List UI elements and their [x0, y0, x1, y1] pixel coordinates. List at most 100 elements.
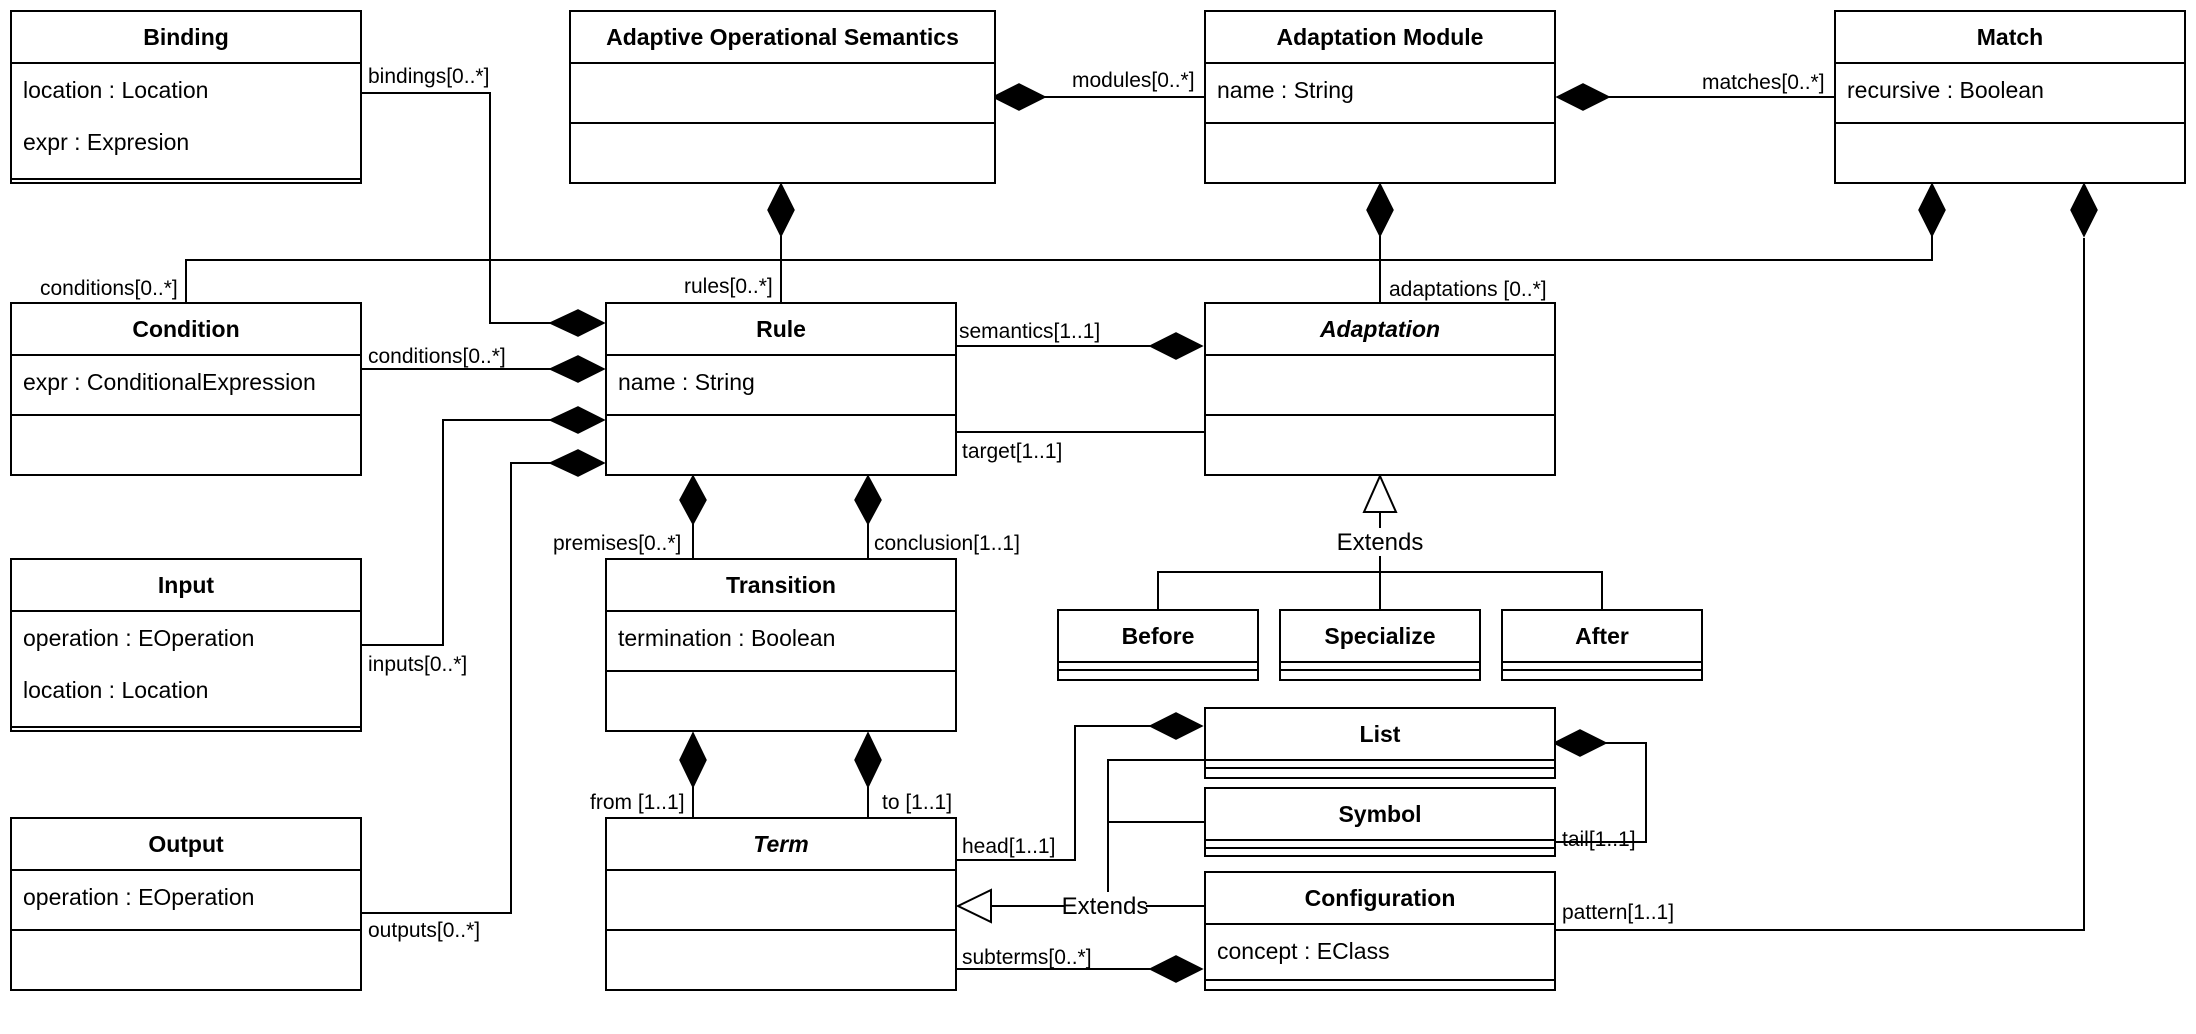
outputs-line — [361, 462, 562, 914]
rule-conditions-diamond — [548, 355, 606, 383]
output-class[interactable]: Output operation : EOperation — [10, 817, 362, 991]
to-diamond — [854, 731, 882, 789]
binding-class[interactable]: Binding location : Location expr : Expresi… — [10, 10, 362, 184]
bindings-diamond — [548, 309, 606, 337]
list-class-name: List — [1360, 721, 1401, 747]
output-class-name: Output — [148, 831, 224, 857]
subterms-label: subterms[0..*] — [962, 946, 1092, 969]
adaptation-class-frame — [1204, 302, 1556, 476]
conclusion-label: conclusion[1..1] — [874, 532, 1020, 555]
adaptation-class[interactable]: Adaptation — [1204, 302, 1556, 476]
list-class-frame — [1204, 707, 1556, 779]
term-class[interactable]: Term — [605, 817, 957, 991]
adaptation-extends-label: Extends — [1337, 529, 1424, 556]
generalization-lines — [987, 512, 1603, 907]
conclusion-diamond — [854, 474, 882, 526]
match-class-frame — [1834, 10, 2186, 184]
match-conditions-diamond — [1918, 182, 1946, 238]
symbol-class-name: Symbol — [1338, 801, 1421, 827]
output-class-frame — [10, 817, 362, 991]
before-class[interactable]: Before — [1057, 609, 1259, 681]
aos-class-name: Adaptive Operational Semantics — [606, 24, 959, 50]
list-class[interactable]: List — [1204, 707, 1556, 779]
term-class-name: Term — [753, 831, 808, 857]
binding-attribute: expr : Expresion — [23, 129, 189, 155]
to-label: to [1..1] — [882, 791, 952, 814]
tail-diamond — [1552, 729, 1608, 757]
term-extends-label: Extends — [1062, 893, 1149, 920]
configuration-class-frame — [1204, 871, 1556, 991]
head-line — [956, 725, 1158, 861]
term-extends-arrowhead — [955, 888, 992, 924]
rule-class-name: Rule — [756, 316, 806, 342]
from-label: from [1..1] — [590, 791, 685, 814]
adaptation-class-name: Adaptation — [1319, 316, 1440, 342]
transition-class-frame — [605, 558, 957, 732]
aos-class[interactable]: Adaptive Operational Semantics — [569, 10, 996, 184]
match-attribute: recursive : Boolean — [1847, 77, 2044, 103]
specialize-class[interactable]: Specialize — [1279, 609, 1481, 681]
after-class[interactable]: After — [1501, 609, 1703, 681]
condition-attribute: expr : ConditionalExpression — [23, 369, 316, 395]
tail-label: tail[1..1] — [1562, 828, 1636, 851]
rules-diamond — [767, 182, 795, 238]
symbol-class[interactable]: Symbol — [1204, 787, 1556, 857]
binding-attribute: location : Location — [23, 77, 208, 103]
condition-class-name: Condition — [132, 316, 239, 342]
semantics-label: semantics[1..1] — [959, 320, 1100, 343]
association-lines — [185, 92, 2085, 970]
symbol-class-frame — [1204, 787, 1556, 857]
modules-label: modules[0..*] — [1072, 69, 1195, 92]
binding-class-name: Binding — [143, 24, 229, 50]
binding-class-frame — [10, 10, 362, 184]
inputs-line — [361, 419, 562, 646]
composition-diamonds — [548, 83, 2098, 983]
modules-diamond — [991, 83, 1047, 111]
input-attribute: location : Location — [23, 677, 208, 703]
match-conditions-line — [185, 222, 1933, 303]
pattern-label: pattern[1..1] — [1562, 901, 1674, 924]
before-class-frame — [1057, 609, 1259, 681]
pattern-line — [1554, 238, 2085, 931]
adaptation-module-class-frame — [1204, 10, 1556, 184]
input-class[interactable]: Input operation : EOperation location : Lo… — [10, 558, 362, 732]
inputs-diamond — [548, 406, 606, 434]
after-class-name: After — [1575, 623, 1629, 649]
specialize-class-name: Specialize — [1324, 623, 1435, 649]
transition-attribute: termination : Boolean — [618, 625, 835, 651]
rules-label: rules[0..*] — [684, 275, 773, 298]
input-attribute: operation : EOperation — [23, 625, 254, 651]
rule-class-frame — [605, 302, 957, 476]
target-label: target[1..1] — [962, 440, 1062, 463]
condition-class-frame — [10, 302, 362, 476]
semantics-diamond — [1148, 332, 1204, 360]
input-class-frame — [10, 558, 362, 732]
inputs-label: inputs[0..*] — [368, 653, 467, 676]
premises-label: premises[0..*] — [553, 532, 681, 555]
transition-class[interactable]: Transition termination : Boolean — [605, 558, 957, 732]
aos-class-frame — [569, 10, 996, 184]
output-attribute: operation : EOperation — [23, 884, 254, 910]
transition-class-name: Transition — [726, 572, 836, 598]
adaptation-extends-arrowhead — [1362, 473, 1398, 513]
head-diamond — [1148, 712, 1204, 740]
specialize-class-frame — [1279, 609, 1481, 681]
condition-class[interactable]: Condition expr : ConditionalExpression — [10, 302, 362, 476]
after-class-frame — [1501, 609, 1703, 681]
outputs-label: outputs[0..*] — [368, 919, 480, 942]
input-class-name: Input — [158, 572, 215, 598]
configuration-class-name: Configuration — [1305, 885, 1456, 911]
adaptations-diamond — [1366, 182, 1394, 238]
adaptation-module-class-name: Adaptation Module — [1277, 24, 1484, 50]
term-extends-label-bg — [1064, 892, 1146, 920]
adaptations-label: adaptations [0..*] — [1389, 278, 1547, 301]
adaptation-extends-line — [1157, 512, 1603, 610]
bindings-line — [361, 92, 562, 324]
rule-conditions-label: conditions[0..*] — [368, 345, 506, 368]
from-diamond — [679, 731, 707, 789]
